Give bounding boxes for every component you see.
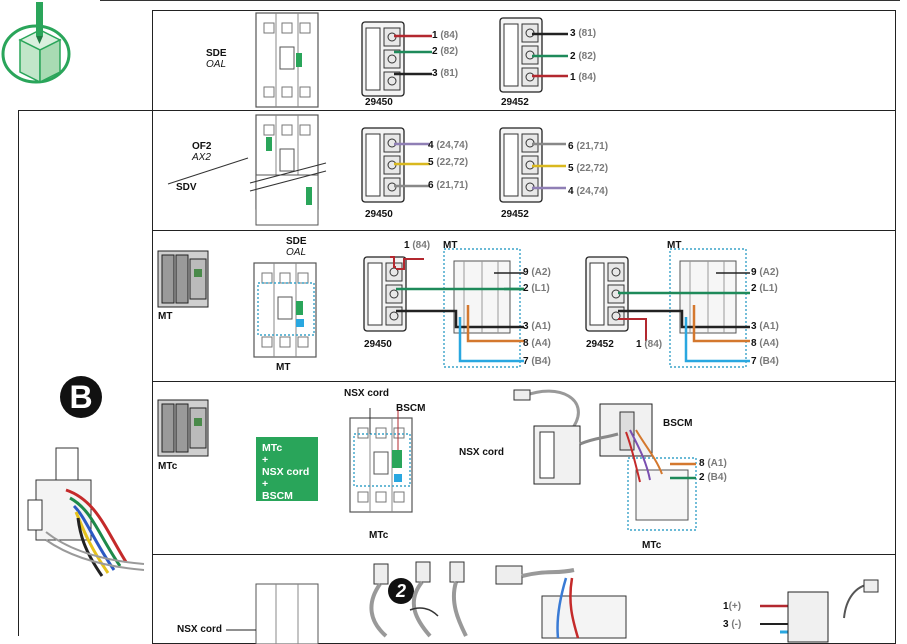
row-of2-breaker: [249, 114, 327, 226]
row-sde-breaker: [255, 12, 319, 108]
row-sde-module-29452: [499, 17, 568, 93]
row-mt-29450-wire-2: 2 (L1): [523, 283, 550, 294]
row-mt-29450-top-wire: 1 (84): [404, 240, 431, 251]
badge-b: B: [60, 376, 102, 418]
row-mt-breaker-label: SDE: [286, 236, 307, 247]
kit-line-3: NSX cord: [262, 466, 310, 478]
row-mt-breaker: [253, 262, 317, 358]
kit-line-4: +: [262, 478, 269, 490]
row-mt-29450-wire-9: 9 (A2): [523, 267, 551, 278]
row-nsx-wire-3: 3 (-): [723, 619, 742, 630]
row-of2-slash: [167, 157, 249, 185]
step-badge: 2: [388, 578, 414, 604]
row-sde-29450-ref: 29450: [365, 97, 393, 108]
row-of2-breaker-sublabel: AX2: [192, 152, 211, 163]
row-mt-29452-bottom-wire: 1 (84): [636, 339, 663, 350]
kit-line-2: +: [262, 454, 269, 466]
row-mt-contactor: [157, 250, 209, 308]
row-of2-breaker-label: OF2: [192, 141, 212, 152]
row-nsx-breaker-label: NSX cord: [177, 624, 223, 635]
left-panel: [18, 110, 152, 636]
row-mt-29450-wire-7: 7 (B4): [523, 356, 551, 367]
row-mtc-wire-8: 8 (A1): [699, 458, 727, 469]
row-mtc-bottom-label: MTc: [642, 540, 662, 551]
row-of2-breaker-label-sdv: SDV: [176, 182, 197, 193]
row-sde-29452-ref: 29452: [501, 97, 529, 108]
row-mt-29452-wire-3: 3 (A1): [751, 321, 779, 332]
row-mt-29452-wire-2: 2 (L1): [751, 283, 778, 294]
row-mtc-kit-box: MTc + NSX cord + BSCM: [256, 437, 318, 502]
row-mtc-breaker: [349, 408, 413, 513]
row-sde-module-29450: [361, 21, 432, 97]
row-mt-breaker-sublabel: OAL: [286, 247, 307, 258]
row-mt-29452-wire-9: 9 (A2): [751, 267, 779, 278]
row-mt-29450-ref: 29450: [364, 339, 392, 350]
top-rule: [100, 0, 900, 1]
module-cube-icon: [1, 2, 71, 84]
row-mtc-wire-2: 2 (B4): [699, 472, 727, 483]
row-mtc-assembly: [513, 389, 697, 531]
row-sde-breaker-sublabel: OAL: [206, 59, 227, 70]
kit-line-1: MTc: [262, 442, 283, 454]
row-mt-29450-wire-8: 8 (A4): [523, 338, 551, 349]
row-mtc-breaker-bottom: MTc: [369, 530, 389, 541]
row-sde-29450-wire-1: 1 (84): [432, 30, 459, 41]
row-nsx-module: [760, 579, 879, 643]
row-mt-29452-wire-7: 7 (B4): [751, 356, 779, 367]
row-sde-29452-wire-2: 2 (82): [570, 51, 597, 62]
row-sde-29450-wire-3: 3 (81): [432, 68, 459, 79]
row-mt-module-29452: [585, 248, 750, 368]
row-nsx-wire-1: 1(+): [723, 601, 742, 612]
row-mtc-contactor: [157, 399, 209, 457]
row-of2-29450-wire-6: 6 (21,71): [428, 180, 469, 191]
row-mtc-breaker-top-label: NSX cord: [344, 388, 390, 399]
logo: [0, 0, 80, 95]
row-sde-29450-wire-2: 2 (82): [432, 46, 459, 57]
row-mtc-contactor-label: MTc: [158, 461, 178, 472]
row-mt-29450-wire-3: 3 (A1): [523, 321, 551, 332]
row-of2-module-29452: [499, 127, 566, 203]
row-of2-module-29450: [361, 127, 430, 203]
row-of2-29452-wire-6: 6 (21,71): [568, 141, 609, 152]
row-mt-29452-wire-8: 8 (A4): [751, 338, 779, 349]
row-of2-29452-wire-4: 4 (24,74): [568, 186, 609, 197]
row-of2-29450-ref: 29450: [365, 209, 393, 220]
row-mt-contactor-label: MT: [158, 311, 173, 322]
row-of2-29450-wire-4: 4 (24,74): [428, 140, 469, 151]
row-mt-29450-mt-label: MT: [443, 240, 458, 251]
row-mtc-nsx-cord-label: NSX cord: [459, 447, 505, 458]
row-of2-29452-wire-5: 5 (22,72): [568, 163, 609, 174]
row-mt-29452-mt-label: MT: [667, 240, 682, 251]
row-sde-breaker-label: SDE: [206, 48, 227, 59]
row-nsx-breaker: [226, 583, 319, 644]
row-of2-29450-wire-5: 5 (22,72): [428, 157, 469, 168]
kit-line-5: BSCM: [262, 490, 293, 502]
row-mt-breaker-bottom: MT: [276, 362, 291, 373]
row-sde-29452-wire-3: 3 (81): [570, 28, 597, 39]
row-mt-module-29450: [363, 248, 524, 368]
row-mt-29452-ref: 29452: [586, 339, 614, 350]
connector-illustration: [27, 447, 145, 577]
row-of2-29452-ref: 29452: [501, 209, 529, 220]
row-mtc-bscm-label: BSCM: [663, 418, 693, 429]
row-mtc-breaker-bscm-label: BSCM: [396, 403, 426, 414]
row-sde-29452-wire-1: 1 (84): [570, 72, 597, 83]
row-nsx-cords: [369, 561, 627, 639]
